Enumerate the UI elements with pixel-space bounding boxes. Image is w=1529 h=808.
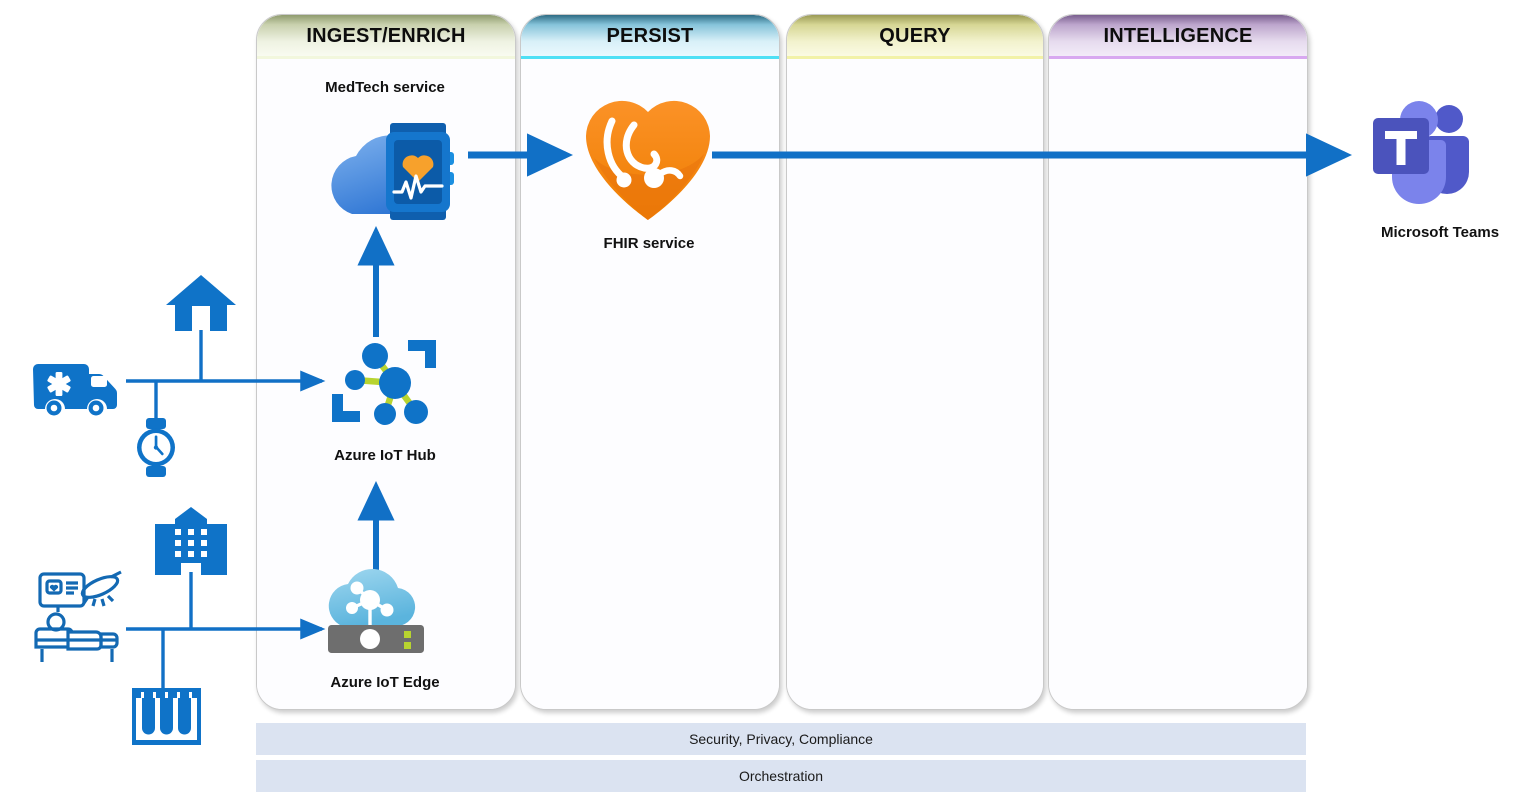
pillar-header [521, 15, 779, 59]
label-microsoft-teams: Microsoft Teams [1380, 224, 1500, 241]
footer-bar-security: Security, Privacy, Compliance [256, 723, 1306, 755]
footer-label-security: Security, Privacy, Compliance [689, 731, 873, 747]
test-tube-rack-icon [132, 688, 201, 745]
pillar-body [1049, 59, 1307, 709]
pillar-body [787, 59, 1043, 709]
label-azure-iot-hub: Azure IoT Hub [334, 447, 436, 464]
home-icon [166, 275, 236, 331]
label-fhir-service: FHIR service [603, 235, 695, 252]
label-medtech-service: MedTech service [325, 79, 445, 96]
microsoft-teams-icon [1373, 101, 1469, 204]
pillar-title-intelligence: INTELLIGENCE [1103, 24, 1253, 47]
pillar-title-persist: PERSIST [606, 24, 694, 47]
pillar-intelligence: INTELLIGENCE [1048, 14, 1308, 710]
label-azure-iot-edge: Azure IoT Edge [330, 674, 440, 691]
pillar-title-query: QUERY [879, 24, 951, 47]
pillar-title-ingest: INGEST/ENRICH [306, 24, 466, 47]
pillar-body [521, 59, 779, 709]
pillar-header [257, 15, 515, 59]
pillar-header [1049, 15, 1307, 59]
ambulance-icon [33, 364, 117, 416]
pillar-query: QUERY [786, 14, 1044, 710]
footer-label-orchestration: Orchestration [738, 768, 824, 784]
smartwatch-icon [137, 418, 175, 477]
hospital-building-icon [155, 507, 227, 575]
pillar-body [257, 59, 515, 709]
pillar-header [787, 15, 1043, 59]
footer-bar-orchestration: Orchestration [256, 760, 1306, 792]
pillar-ingest-enrich: INGEST/ENRICH [256, 14, 516, 710]
hospital-bed-monitor-icon [34, 570, 122, 662]
pillar-persist: PERSIST [520, 14, 780, 710]
